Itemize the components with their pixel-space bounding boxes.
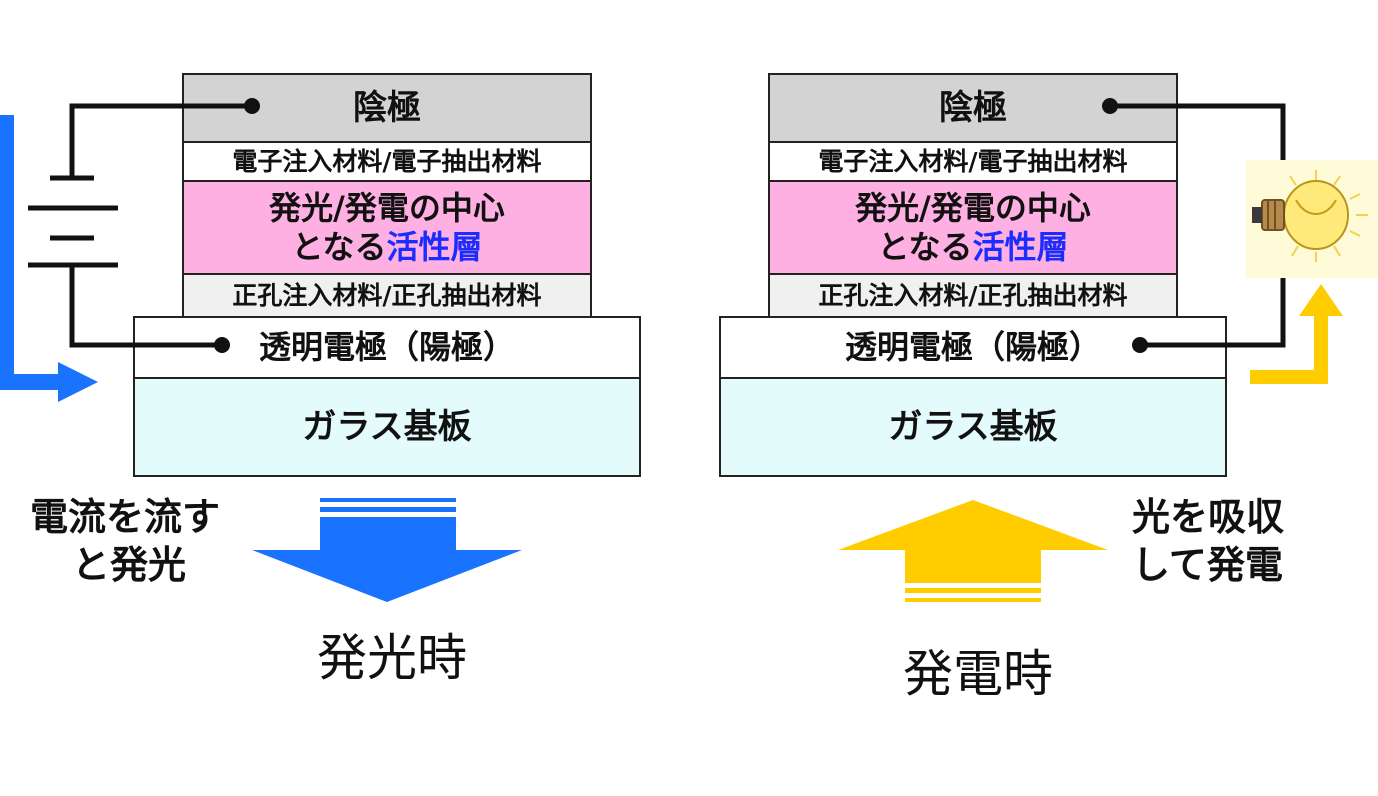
power-generation-mode-label: 発電時 (903, 645, 1053, 703)
htl-label: 正孔注入材料/正孔抽出材料 (818, 280, 1128, 310)
transparent-anode-layer: 透明電極（陽極） (719, 316, 1227, 379)
generated-current-arrow (1250, 284, 1343, 384)
active-layer-line1: 発光/発電の中心 (855, 189, 1091, 228)
current-flow-arrow (0, 115, 98, 402)
etl-label: 電子注入材料/電子抽出材料 (232, 146, 542, 176)
etl-label: 電子注入材料/電子抽出材料 (818, 146, 1128, 176)
glass-label: ガラス基板 (888, 406, 1058, 447)
cathode-label: 陰極 (939, 87, 1007, 128)
glass-substrate: ガラス基板 (133, 377, 641, 477)
anode-label: 透明電極（陽極） (258, 328, 515, 367)
htl-label: 正孔注入材料/正孔抽出材料 (232, 280, 542, 310)
right-caption-line1: 光を吸収 (1132, 495, 1285, 539)
hole-transport-layer: 正孔注入材料/正孔抽出材料 (768, 273, 1178, 318)
glass-substrate: ガラス基板 (719, 377, 1227, 477)
electron-transport-layer: 電子注入材料/電子抽出材料 (182, 141, 592, 182)
active-layer-line1: 発光/発電の中心 (269, 189, 505, 228)
battery-icon (28, 175, 118, 268)
active-layer: 発光/発電の中心 となる活性層 (768, 180, 1178, 275)
anode-label: 透明電極（陽極） (844, 328, 1101, 367)
absorption-arrow (838, 500, 1108, 602)
light-emission-mode-label: 発光時 (317, 629, 467, 687)
active-layer-line2: となる活性層 (877, 227, 1069, 266)
electron-transport-layer: 電子注入材料/電子抽出材料 (768, 141, 1178, 182)
light-bulb-icon (1246, 160, 1378, 278)
right-caption-line2: して発電 (1132, 542, 1283, 587)
cathode-layer: 陰極 (182, 73, 592, 143)
active-layer-highlight: 活性層 (972, 227, 1069, 266)
cathode-label: 陰極 (353, 87, 421, 128)
left-caption-line1: 電流を流す (30, 495, 221, 539)
active-layer-line2: となる活性層 (291, 227, 483, 266)
cathode-layer: 陰極 (768, 73, 1178, 143)
glass-label: ガラス基板 (302, 406, 472, 447)
active-layer: 発光/発電の中心 となる活性層 (182, 180, 592, 275)
emission-arrow (252, 498, 522, 602)
left-caption: 電流を流す と発光 (30, 494, 220, 589)
transparent-anode-layer: 透明電極（陽極） (133, 316, 641, 379)
active-layer-highlight: 活性層 (386, 227, 483, 266)
left-caption-line2: と発光 (72, 542, 187, 587)
hole-transport-layer: 正孔注入材料/正孔抽出材料 (182, 273, 592, 318)
right-caption: 光を吸収 して発電 (1132, 494, 1284, 589)
